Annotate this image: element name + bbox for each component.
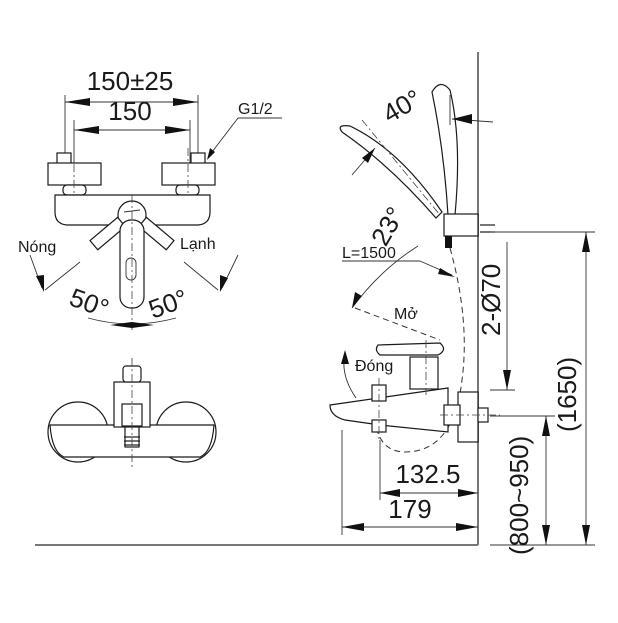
angle-left-label: 50° [66,282,113,324]
dim-install-height-label: (800~950) [504,436,534,555]
hot-label: Nóng [18,239,56,256]
lever-cold-position [137,216,175,251]
top-view [47,358,217,468]
side-view: 40° L=1500 23° Mở Đóng [35,52,595,555]
shower-tilt-label: 40° [377,83,426,129]
dim-spout-outer-label: 179 [388,494,431,524]
hose-length-label: L=1500 [342,245,396,262]
dim-spout-inner-label: 132.5 [395,459,460,489]
dim-slide-rail-label: 2-Ø70 [476,264,506,336]
lever-angle-label: 23° [365,202,411,251]
dim-inner-label: 150 [108,96,151,126]
front-view: 150±25 150 G1/2 [18,66,282,330]
shower-holder [443,213,479,237]
cold-label: Lạnh [180,236,216,253]
dim-inner-line [73,120,191,170]
thread-label: G1/2 [238,101,273,118]
open-label: Mở [394,306,418,323]
hand-shower-tilted [339,125,443,219]
mixer-column [409,356,439,390]
thread-leader [207,117,282,160]
dim-outer-label: 150±25 [87,66,174,96]
dim-total-height-label: (1650) [552,357,582,432]
spout-body [329,387,449,433]
side-lever [375,342,445,356]
lever-hot-position [89,216,127,251]
angle-right-label: 50° [145,283,192,325]
left-connector [47,148,102,210]
close-label: Đóng [355,358,393,375]
hand-shower-upright [431,83,459,216]
